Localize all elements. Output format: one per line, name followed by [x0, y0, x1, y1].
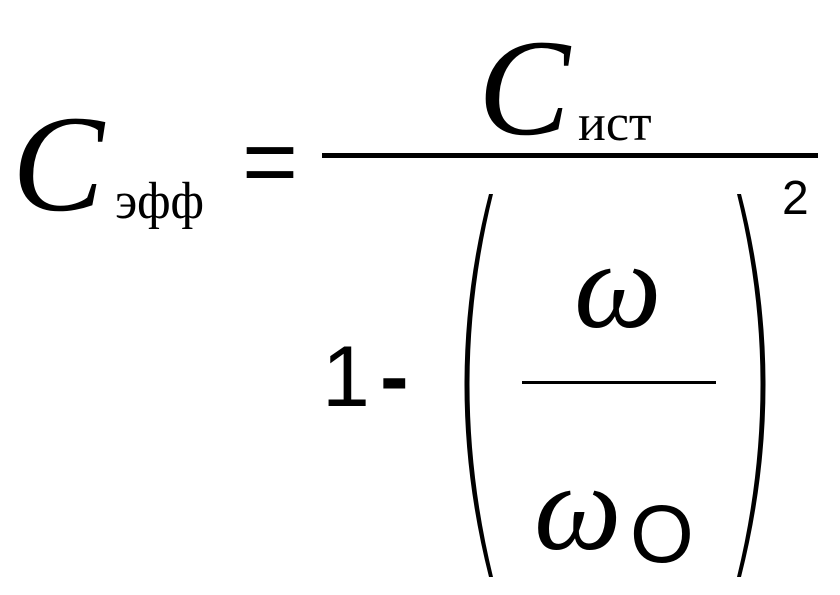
lhs-symbol: C [12, 87, 106, 240]
right-parenthesis [737, 194, 766, 577]
equals-sign: = [242, 108, 298, 215]
lhs-subscript: эфф [115, 173, 204, 230]
left-parenthesis [464, 194, 493, 577]
numerator: C ист [478, 11, 652, 164]
lhs: C эфф [12, 87, 204, 240]
numerator-symbol: C [478, 11, 572, 164]
inner-denominator-omega: ω [534, 439, 622, 576]
exponent: 2 [782, 172, 809, 225]
inner-fraction-bar [522, 381, 716, 384]
denominator: 1 - ω ω O 2 [322, 172, 809, 580]
denominator-one: 1 [322, 329, 370, 425]
main-fraction-bar [322, 153, 818, 158]
inner-denominator-subscript: O [630, 489, 694, 580]
denominator-minus: - [380, 329, 409, 425]
numerator-subscript: ист [578, 95, 652, 152]
inner-numerator-omega: ω [574, 217, 662, 354]
